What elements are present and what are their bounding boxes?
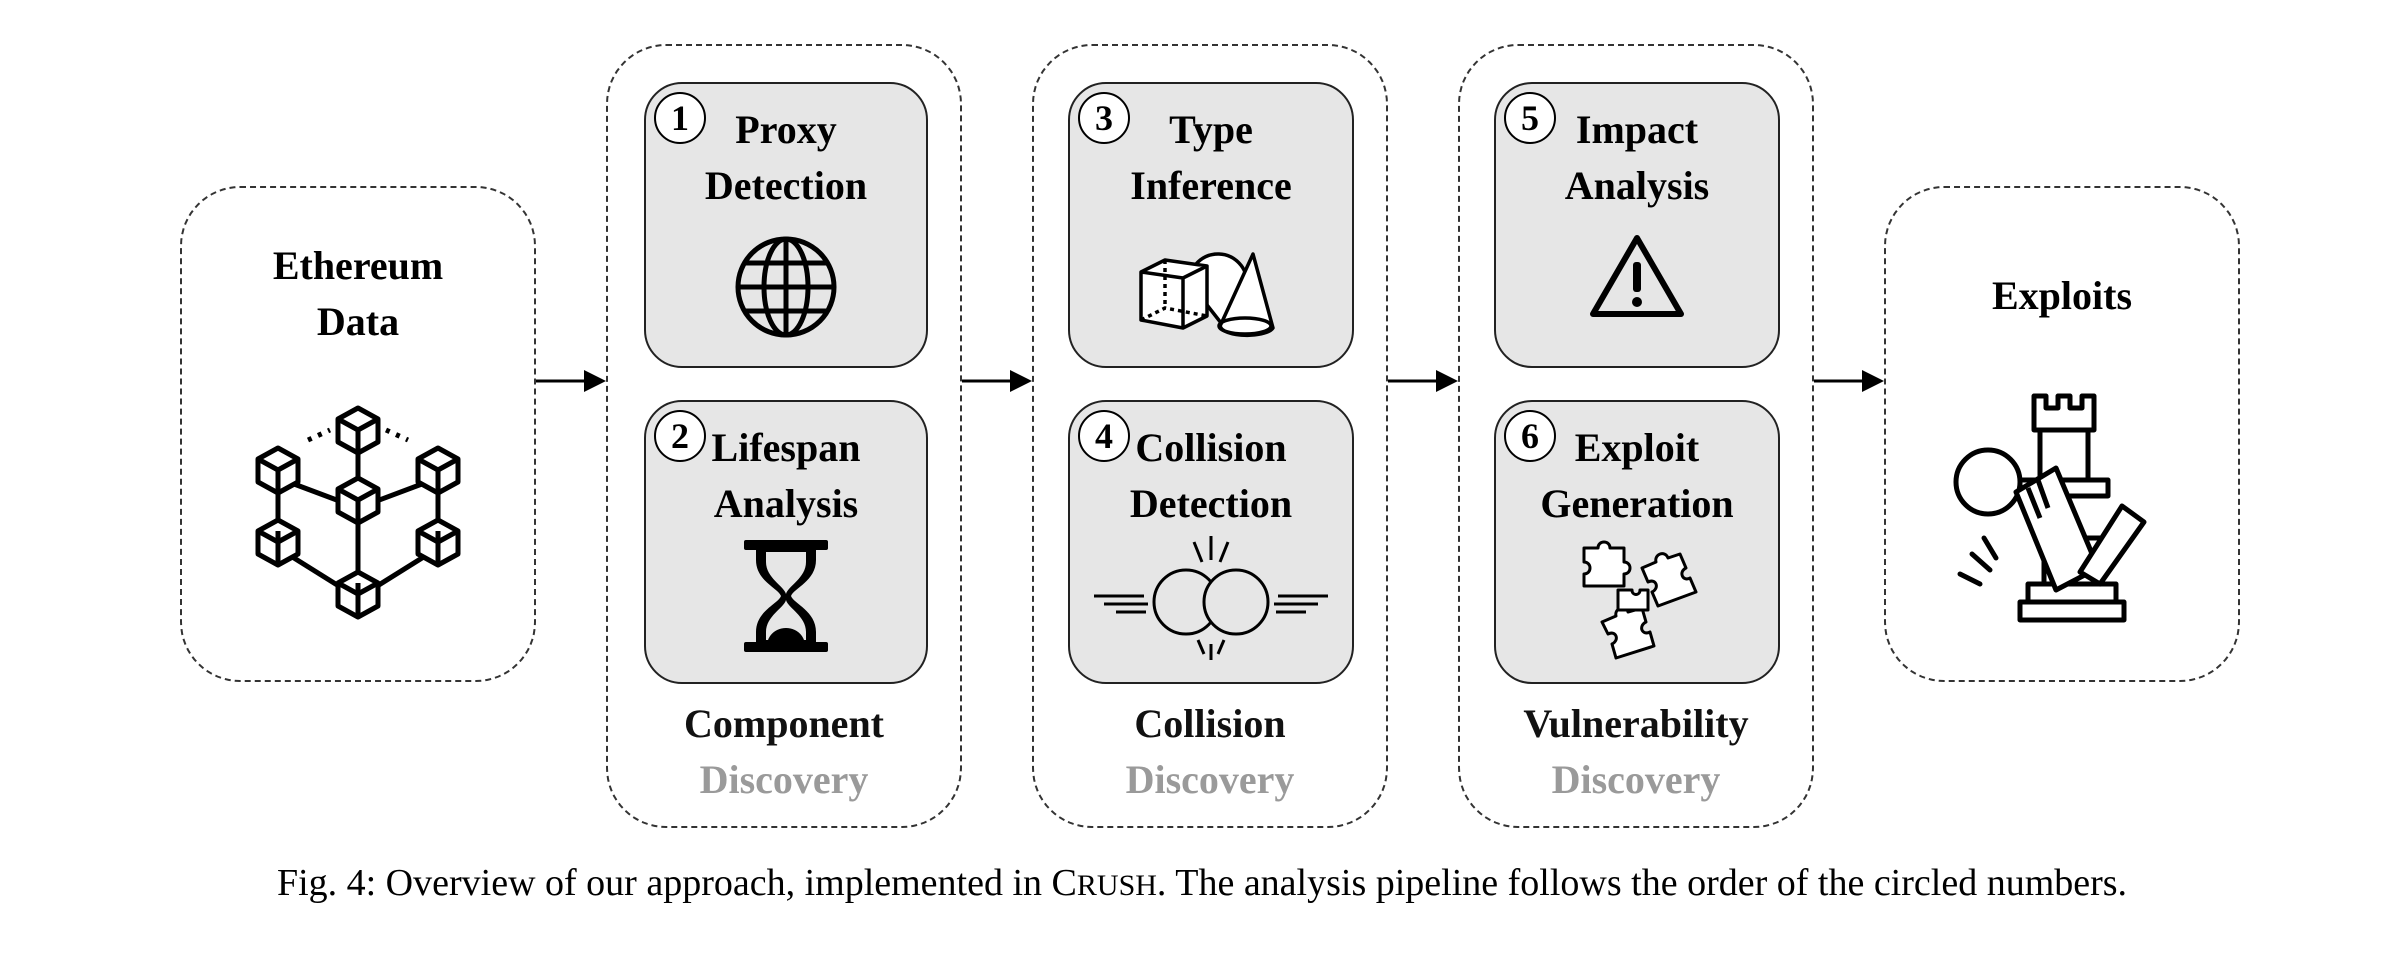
component-discovery-label: Component Discovery	[608, 696, 960, 808]
shapes-icon	[1139, 252, 1275, 338]
exploits-title: Exploits	[1991, 273, 2133, 318]
step-title-line2: Inference	[1130, 163, 1292, 208]
lifespan-analysis-title: Lifespan Analysis	[646, 420, 926, 532]
step-number-1: 1	[654, 92, 706, 144]
impact-analysis-title: Impact Analysis	[1496, 102, 1778, 214]
proxy-detection-step: 1 Proxy Detection	[644, 82, 928, 368]
colliding-spheres-icon	[1094, 536, 1328, 660]
warning-icon	[1590, 235, 1684, 317]
step-number-3: 3	[1078, 92, 1130, 144]
pipeline-diagram: Ethereum Data	[180, 44, 2240, 828]
exploit-generation-step: 6 Exploit Generation	[1494, 400, 1780, 684]
caption-prefix: Fig. 4: Overview of our approach, implem…	[276, 862, 1052, 904]
flow-arrow-2	[962, 370, 1032, 392]
ethereum-data-title-line1: Ethereum	[272, 243, 444, 288]
step-title-line1: Proxy	[735, 107, 837, 152]
step-title-line2: Generation	[1540, 481, 1734, 526]
step-number-4: 4	[1078, 410, 1130, 462]
collision-discovery-stage: 3 Type Inference 4 Collision Detection	[1032, 44, 1388, 828]
flow-arrow-4	[1814, 370, 1884, 392]
stage-label-line1: Collision	[1134, 701, 1286, 746]
globe-icon	[735, 236, 837, 338]
stage-label-line2: Discovery	[1125, 757, 1295, 802]
stage-label-line1: Vulnerability	[1523, 701, 1749, 746]
exploits-box: Exploits	[1884, 186, 2240, 682]
ethereum-data-title: Ethereum Data	[182, 238, 534, 350]
impact-analysis-step: 5 Impact Analysis	[1494, 82, 1780, 368]
type-inference-step: 3 Type Inference	[1068, 82, 1354, 368]
proxy-detection-title: Proxy Detection	[646, 102, 926, 214]
vulnerability-discovery-label: Vulnerability Discovery	[1460, 696, 1812, 808]
stage-label-line2: Discovery	[1551, 757, 1721, 802]
collision-discovery-label: Collision Discovery	[1034, 696, 1386, 808]
exploit-generation-title: Exploit Generation	[1496, 420, 1778, 532]
step-number-2: 2	[654, 410, 706, 462]
flow-arrow-3	[1388, 370, 1458, 392]
step-title-line2: Analysis	[713, 481, 859, 526]
chess-rook-attack-icon	[1953, 393, 2147, 623]
step-title-line1: Exploit	[1574, 425, 1700, 470]
step-title-line1: Impact	[1575, 107, 1699, 152]
step-title-line1: Type	[1169, 107, 1253, 152]
step-title-line1: Collision	[1135, 425, 1287, 470]
hourglass-icon	[744, 540, 828, 652]
puzzle-pieces-icon	[1582, 540, 1698, 660]
step-title-line2: Detection	[704, 163, 868, 208]
tool-name-initial: C	[1051, 862, 1077, 904]
step-number-5: 5	[1504, 92, 1556, 144]
step-title-line1: Lifespan	[711, 425, 861, 470]
lifespan-analysis-step: 2 Lifespan Analysis	[644, 400, 928, 684]
type-inference-title: Type Inference	[1070, 102, 1352, 214]
collision-detection-title: Collision Detection	[1070, 420, 1352, 532]
stage-label-line1: Component	[683, 701, 885, 746]
collision-detection-step: 4 Collision Detection	[1068, 400, 1354, 684]
flow-arrow-1	[536, 370, 606, 392]
caption-suffix: . The analysis pipeline follows the orde…	[1156, 862, 2128, 904]
tool-name-rest: RUSH	[1076, 869, 1157, 902]
step-title-line2: Analysis	[1564, 163, 1710, 208]
ethereum-data-title-line2: Data	[316, 299, 400, 344]
stage-label-line2: Discovery	[699, 757, 869, 802]
component-discovery-stage: 1 Proxy Detection 2 Lifespan Analysis	[606, 44, 962, 828]
vulnerability-discovery-stage: 5 Impact Analysis 6 Exploit Generation	[1458, 44, 1814, 828]
step-title-line2: Detection	[1129, 481, 1293, 526]
figure-caption: Fig. 4: Overview of our approach, implem…	[0, 858, 2404, 911]
blockchain-network-icon	[255, 405, 461, 620]
step-number-6: 6	[1504, 410, 1556, 462]
ethereum-data-box: Ethereum Data	[180, 186, 536, 682]
